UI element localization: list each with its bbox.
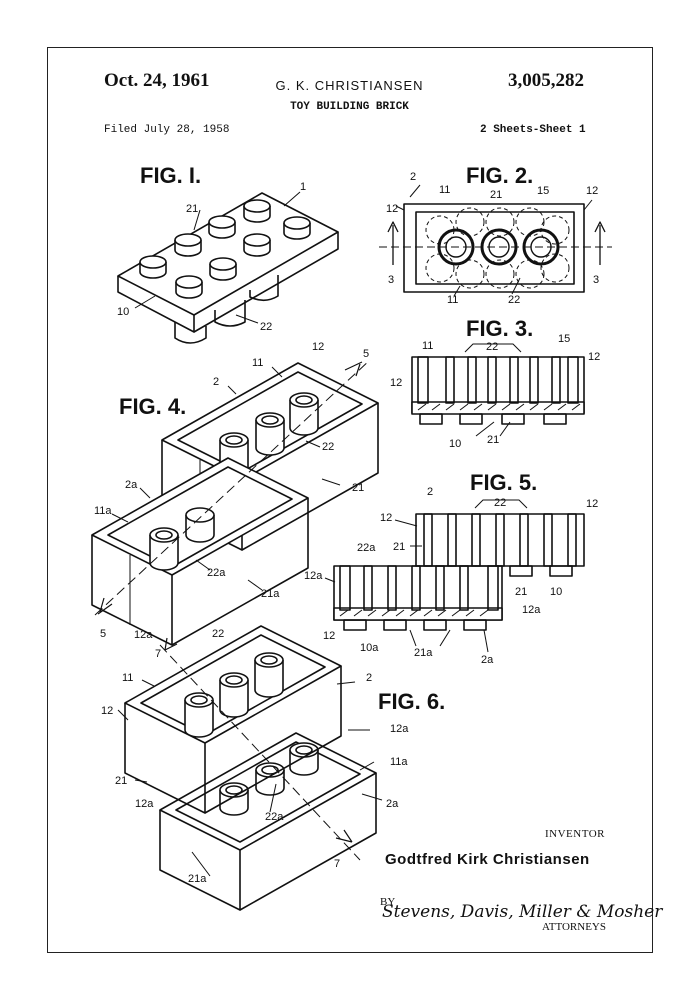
ref-label: 2 [366, 672, 372, 684]
ref-label: 2 [427, 486, 433, 498]
ref-label: 2a [386, 798, 399, 810]
fig3-title: FIG. 3. [466, 316, 533, 341]
ref-label: 12a [390, 723, 409, 735]
ref-label: 12 [101, 705, 113, 717]
fig4-bricks-illustration [91, 359, 379, 646]
patent-title: TOY BUILDING BRICK [290, 101, 409, 113]
fig5-section-illustration [324, 499, 585, 653]
ref-label: 21 [393, 541, 405, 553]
ref-label: 10 [117, 306, 129, 318]
ref-label: 21 [487, 434, 499, 446]
page-border [47, 47, 653, 953]
ref-label: 21a [261, 588, 280, 600]
ref-label: 22 [508, 294, 520, 306]
ref-label: 12a [522, 604, 541, 616]
ref-label: 12 [312, 341, 324, 353]
ref-label: 22 [494, 497, 506, 509]
fig4-title: FIG. 4. [119, 394, 186, 419]
ref-label: 7 [155, 648, 161, 660]
ref-label: 2 [213, 376, 219, 388]
ref-label: 21 [352, 482, 364, 494]
filed-date: Filed July 28, 1958 [104, 124, 230, 136]
ref-label: 15 [558, 333, 570, 345]
ref-label: 12 [386, 203, 398, 215]
fig1-title: FIG. I. [140, 163, 201, 188]
ref-label: 1 [300, 181, 306, 193]
ref-label: 22 [212, 628, 224, 640]
ref-label: 12a [304, 570, 323, 582]
sheet-count: 2 Sheets-Sheet 1 [480, 124, 586, 136]
inventor-header: G. K. CHRISTIANSEN [275, 78, 424, 93]
ref-label: 12 [586, 185, 598, 197]
ref-label: 11 [439, 184, 450, 196]
ref-label: 2a [125, 479, 138, 491]
fig2-top-view-illustration [379, 184, 612, 297]
ref-label: 21 [490, 189, 502, 201]
ref-label: 21 [186, 203, 198, 215]
ref-label: 5 [363, 348, 369, 360]
patent-date: Oct. 24, 1961 [104, 70, 210, 91]
fig2-title: FIG. 2. [466, 163, 533, 188]
fig1-studs [139, 199, 311, 299]
ref-label: 5 [100, 628, 106, 640]
ref-label: 2 [410, 171, 416, 183]
ref-label: 12 [586, 498, 598, 510]
ref-label: 12a [135, 798, 154, 810]
fig5-title: FIG. 5. [470, 470, 537, 495]
ref-label: 21a [414, 647, 433, 659]
ref-label: 22a [265, 811, 284, 823]
fig6-title: FIG. 6. [378, 689, 445, 714]
ref-label: 22 [322, 441, 334, 453]
ref-label: 22 [486, 341, 498, 353]
fig3-section-illustration [411, 343, 585, 437]
attorney-signature: Stevens, Davis, Miller & Mosher [382, 902, 663, 922]
ref-label: 11a [390, 756, 408, 768]
inventor-label: INVENTOR [545, 828, 606, 840]
ref-label: 7 [334, 858, 340, 870]
ref-label: 22 [260, 321, 272, 333]
ref-label: 10 [550, 586, 562, 598]
ref-label: 15 [537, 185, 549, 197]
ref-label: 12 [323, 630, 335, 642]
ref-label: 3 [388, 274, 394, 286]
ref-label: 11 [447, 294, 458, 306]
ref-label: 3 [593, 274, 599, 286]
ref-label: 22a [357, 542, 376, 554]
ref-label: 12 [390, 377, 402, 389]
ref-label: 21 [515, 586, 527, 598]
ref-label: 11 [422, 340, 433, 352]
inventor-name: Godtfred Kirk Christiansen [385, 851, 590, 868]
ref-label: 2a [481, 654, 494, 666]
by-label: BY [380, 896, 396, 908]
ref-label: 12 [380, 512, 392, 524]
attorneys-label: ATTORNEYS [542, 921, 606, 933]
ref-label: 21a [188, 873, 207, 885]
ref-label: 21 [115, 775, 127, 787]
fig6-bricks-illustration [117, 625, 383, 911]
ref-label: 11 [122, 672, 133, 684]
fig1-brick-illustration [117, 191, 339, 344]
ref-label: 10 [449, 438, 461, 450]
ref-label: 10a [360, 642, 379, 654]
ref-label: 12a [134, 629, 153, 641]
ref-label: 11 [252, 357, 263, 369]
ref-label: 22a [207, 567, 226, 579]
patent-number: 3,005,282 [508, 70, 584, 91]
ref-label: 11a [94, 505, 112, 517]
ref-label: 12 [588, 351, 600, 363]
